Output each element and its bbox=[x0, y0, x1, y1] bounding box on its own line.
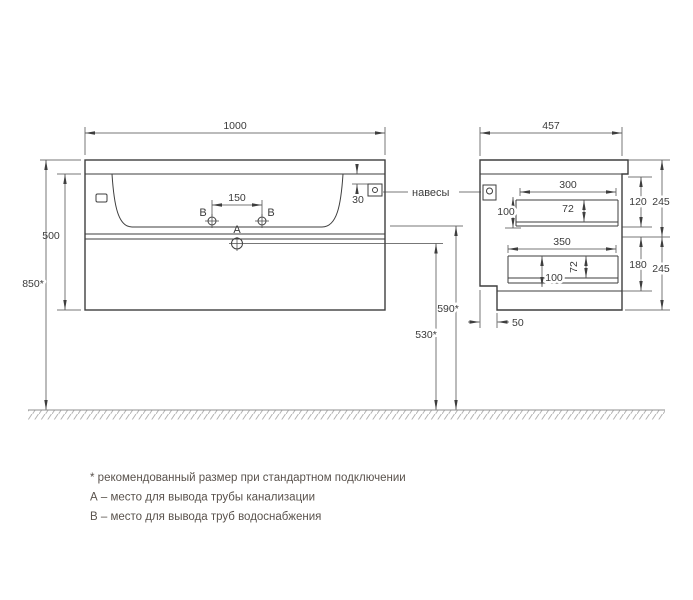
dim-back-recess: 50 bbox=[468, 290, 524, 329]
overflow-detail bbox=[95, 193, 108, 203]
dim-upper-section-label: 245 bbox=[652, 196, 670, 208]
dim-lower-drawer: 350 100 72 bbox=[507, 236, 617, 287]
upper-drawer-profile bbox=[515, 199, 619, 227]
sink-basin-profile bbox=[111, 173, 344, 228]
side-view: 457 300 72 100 350 100 72 bbox=[468, 120, 672, 329]
note-point-a: А – место для вывода трубы канализации bbox=[90, 492, 315, 504]
dim-faucet-spacing-label: 150 bbox=[228, 192, 246, 204]
dim-mount-height-label: 850* bbox=[22, 278, 44, 290]
side-cabinet-outline bbox=[479, 159, 629, 311]
front-view: 1000 150 В В А 500 850* bbox=[20, 120, 463, 410]
label-point-a: А bbox=[233, 224, 241, 236]
dim-faucet-spacing: 150 В В А bbox=[199, 192, 274, 236]
dim-mount-height: 850* bbox=[20, 159, 81, 410]
hangers-label: навесы bbox=[412, 187, 450, 199]
dim-front-width-label: 1000 bbox=[223, 120, 247, 132]
dim-front-width: 1000 bbox=[84, 120, 386, 155]
dim-siphon-height-label: 530* bbox=[415, 329, 437, 341]
front-wall-bracket bbox=[367, 183, 383, 197]
note-recommended-size: * рекомендованный размер при стандартном… bbox=[90, 472, 406, 484]
drain-point-a bbox=[229, 237, 245, 251]
dim-lower-drawer-depth-label: 350 bbox=[553, 236, 571, 248]
dim-upper-drawer-inner-label: 72 bbox=[562, 203, 574, 215]
dim-upper-gap-label: 120 bbox=[629, 196, 647, 208]
dim-upper-drawer-front-label: 100 bbox=[497, 206, 515, 218]
dim-upper-drawer: 300 72 100 bbox=[495, 179, 617, 229]
dim-front-height-label: 500 bbox=[42, 230, 60, 242]
dim-drain-height-label: 590* bbox=[437, 303, 459, 315]
dim-lower-section-label: 245 bbox=[652, 263, 670, 275]
dim-lower-gap-label: 180 bbox=[629, 259, 647, 271]
dim-siphon-height: 530* bbox=[245, 243, 443, 410]
dim-side-depth-label: 457 bbox=[542, 120, 560, 132]
side-wall-bracket bbox=[482, 184, 497, 201]
lower-drawer-profile bbox=[507, 255, 619, 284]
notes: * рекомендованный размер при стандартном… bbox=[90, 472, 406, 523]
front-cabinet-outline bbox=[84, 159, 386, 311]
dim-side-depth: 457 bbox=[479, 120, 623, 156]
dim-lower-drawer-inner-label: 72 bbox=[568, 261, 580, 273]
dim-bracket-offset: 30 bbox=[352, 164, 368, 206]
dim-upper-drawer-depth-label: 300 bbox=[559, 179, 577, 191]
dim-front-height: 500 bbox=[40, 173, 81, 311]
dim-drain-height: 590* bbox=[390, 225, 463, 410]
dim-bracket-offset-label: 30 bbox=[352, 194, 364, 206]
water-point-b-right bbox=[255, 214, 269, 228]
ground-line bbox=[28, 409, 665, 420]
label-point-b-left: В bbox=[199, 207, 206, 219]
dim-back-recess-label: 50 bbox=[512, 317, 524, 329]
hangers-callout: навесы bbox=[383, 187, 481, 199]
note-point-b: В – место для вывода труб водоснабжения bbox=[90, 511, 321, 523]
water-point-b-left bbox=[205, 214, 219, 228]
ground-hatching bbox=[28, 410, 665, 420]
dim-side-right-column: 120 245 180 245 bbox=[622, 159, 672, 311]
dim-lower-drawer-front-label: 100 bbox=[545, 272, 563, 284]
label-point-b-right: В bbox=[267, 207, 274, 219]
